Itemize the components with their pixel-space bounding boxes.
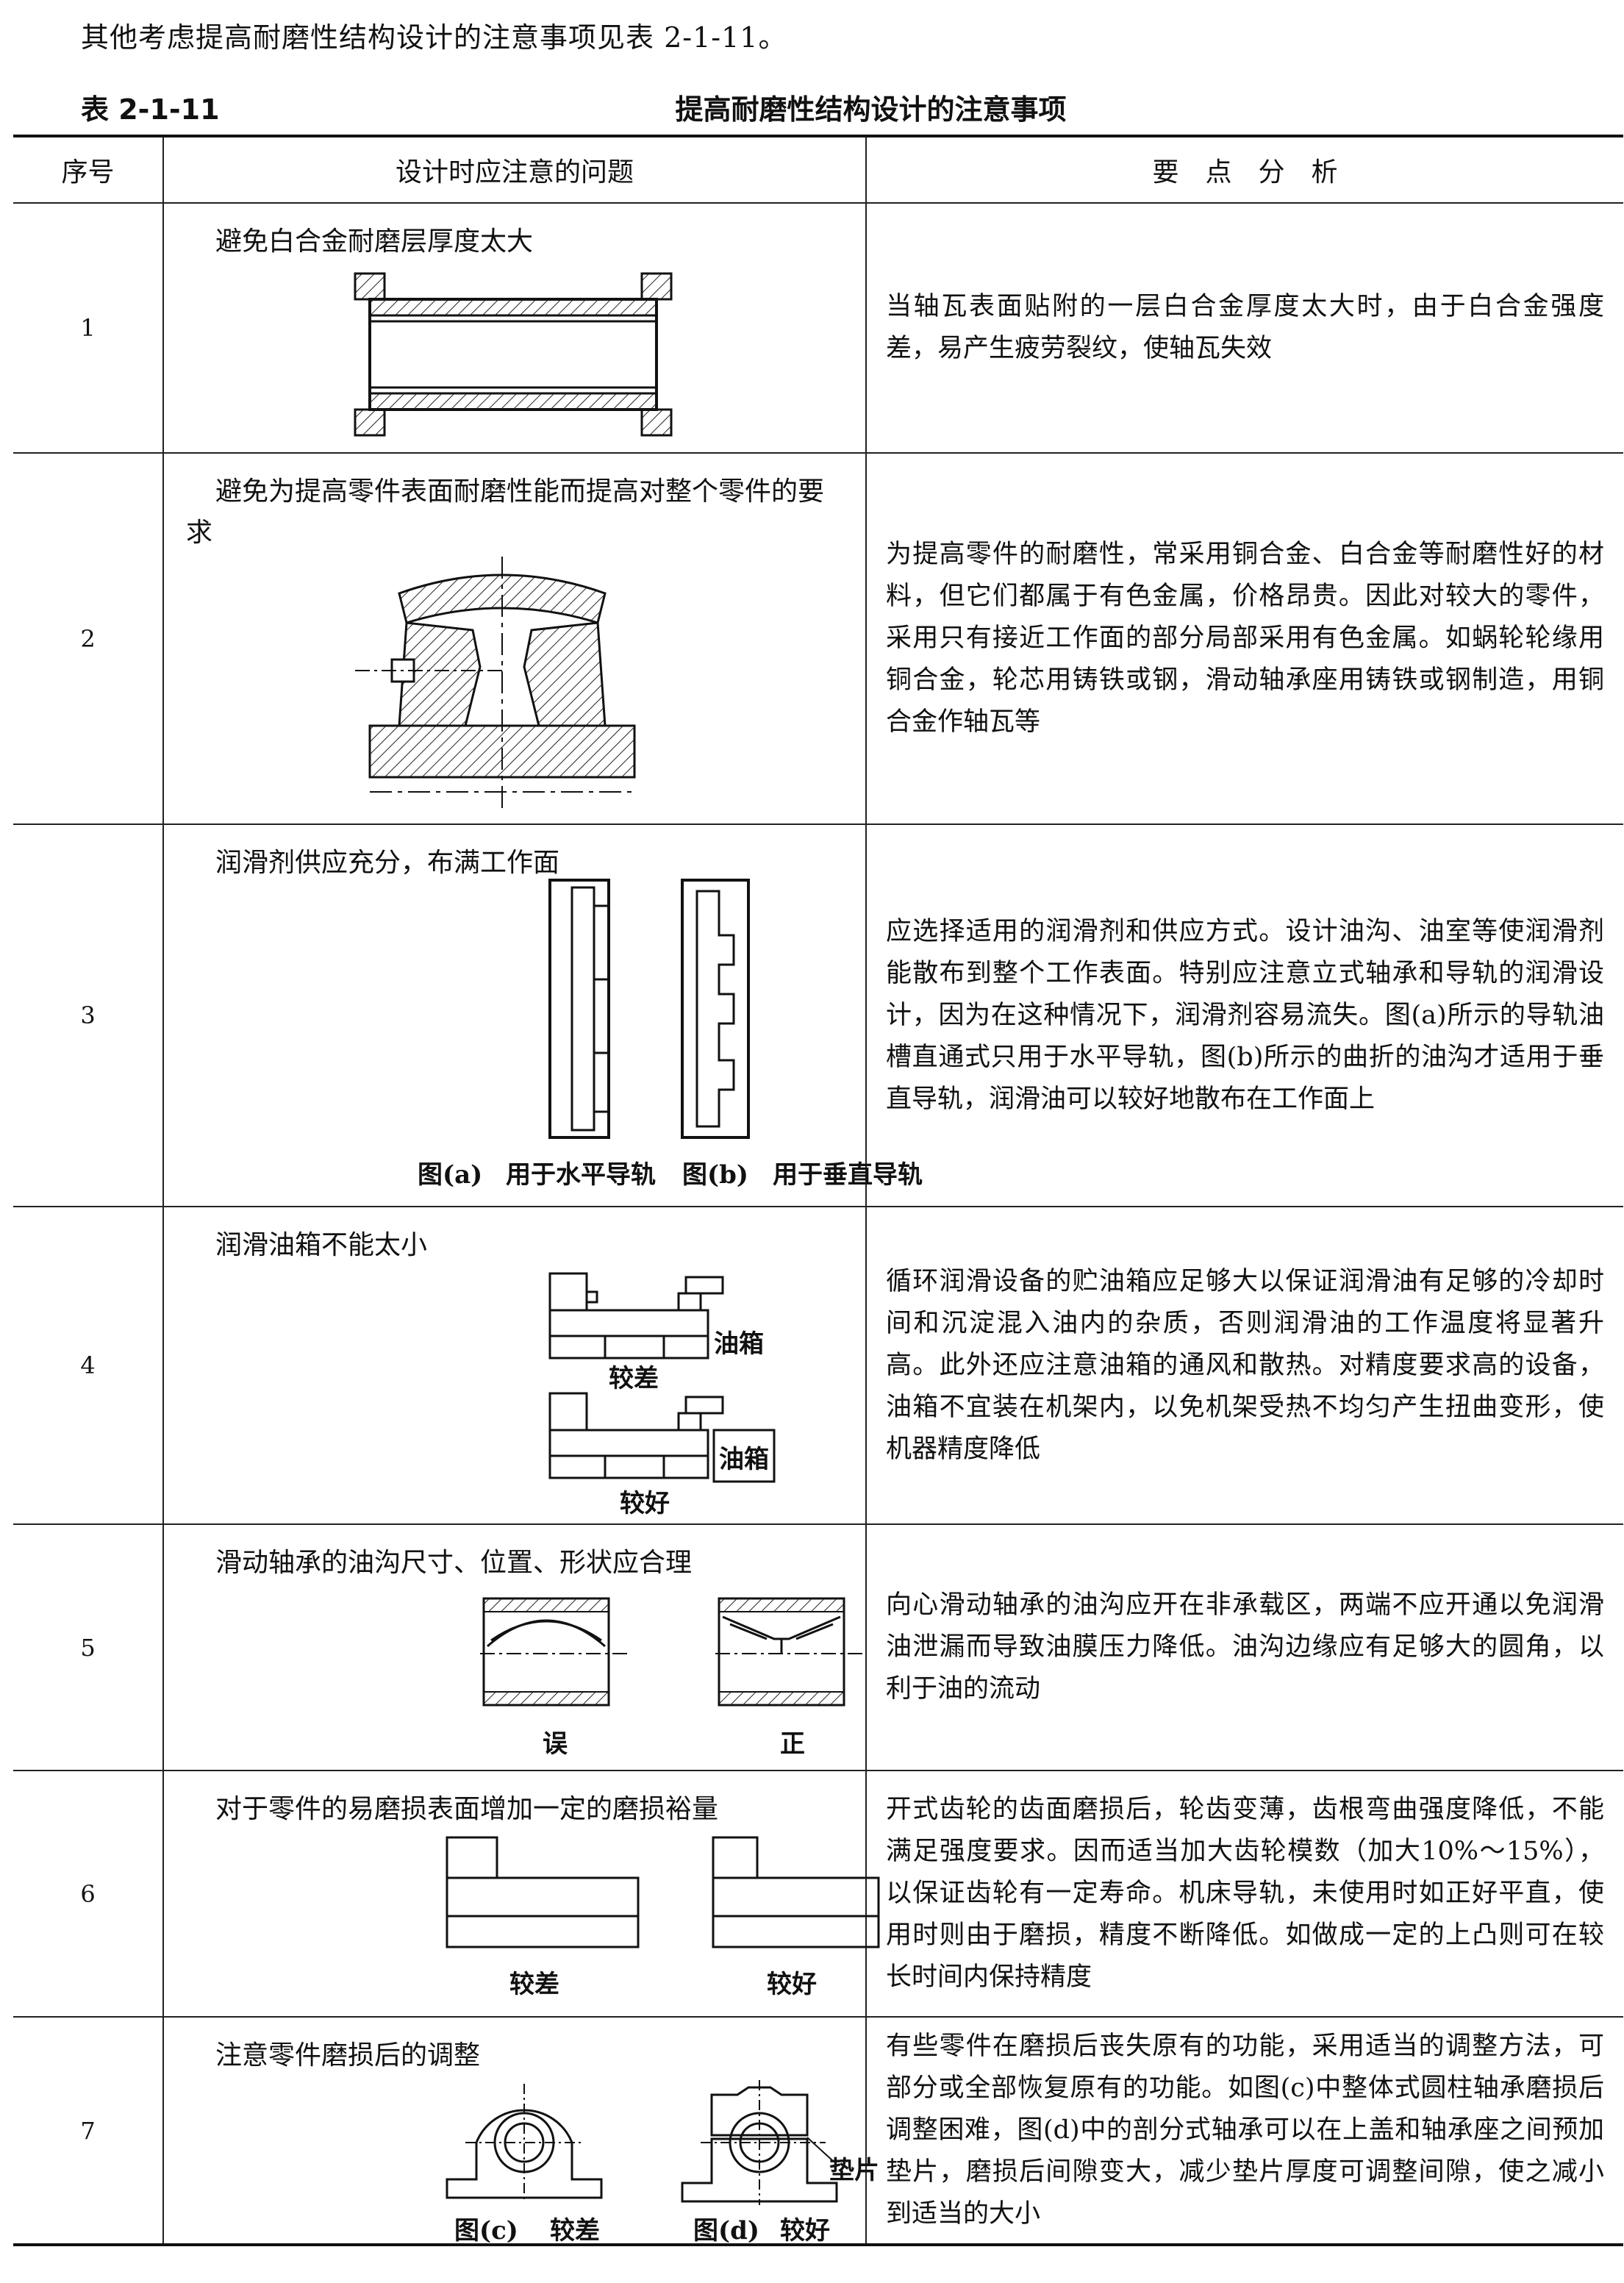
- table-row: 7 注意零件磨损后的调整 图(c) 较差 垫片 图(d): [13, 2016, 1623, 2246]
- shim-label: 垫片: [829, 2156, 879, 2185]
- row-number: 5: [13, 1523, 164, 1771]
- table-header-row: 序号 设计时应注意的问题 要 点 分 析: [13, 135, 1623, 204]
- better-label: 较好: [767, 1970, 817, 1999]
- row-number: 4: [13, 1206, 164, 1525]
- intro-text: 其他考虑提高耐磨性结构设计的注意事项见表 2-1-11。: [81, 21, 787, 54]
- table-row: 3 润滑剂供应充分，布满工作面 图(a) 用于水平导轨 图(b) 用于垂直导轨 …: [13, 823, 1623, 1207]
- analysis-cell: 应选择适用的润滑剂和供应方式。设计油沟、油室等使润滑剂能散布到整个工作表面。特别…: [865, 823, 1623, 1207]
- oil-tank-label-1: 油箱: [714, 1329, 764, 1359]
- oil-tank-label-2: 油箱: [719, 1445, 769, 1474]
- worse-label: 较差: [609, 1364, 659, 1393]
- wear-allowance-worse-diagram: [446, 1836, 640, 1948]
- table-title: 提高耐磨性结构设计的注意事项: [675, 93, 1067, 126]
- design-table: 序号 设计时应注意的问题 要 点 分 析 1 避免白合金耐磨层厚度太大 当轴瓦表…: [13, 135, 1623, 2246]
- fig-a-label: 图(a): [418, 1160, 483, 1190]
- header-design: 设计时应注意的问题: [162, 135, 867, 204]
- design-cell: 避免为提高零件表面耐磨性能而提高对整个零件的要求: [162, 452, 867, 825]
- oil-tank-better-diagram: [548, 1392, 776, 1483]
- design-cell: 滑动轴承的油沟尺寸、位置、形状应合理 误 正: [162, 1523, 867, 1771]
- design-title: 滑动轴承的油沟尺寸、位置、形状应合理: [215, 1548, 693, 1578]
- fig-d-text: 较好: [780, 2216, 830, 2246]
- row-number: 2: [13, 452, 164, 825]
- analysis-cell: 向心滑动轴承的油沟应开在非承载区，两端不应开通以免润滑油泄漏而导致油膜压力降低。…: [865, 1523, 1623, 1771]
- bearing-right-diagram: [715, 1597, 862, 1707]
- fig-c-text: 较差: [550, 2216, 600, 2246]
- row-number: 3: [13, 823, 164, 1207]
- solid-bearing-diagram: [446, 2084, 603, 2201]
- row-number: 7: [13, 2016, 164, 2246]
- table-row: 4 润滑油箱不能太小 油箱 较差: [13, 1206, 1623, 1525]
- fig-d-label: 图(d): [693, 2216, 759, 2246]
- guide-rail-b-diagram: [681, 879, 750, 1139]
- worm-wheel-diagram: [355, 557, 636, 814]
- design-title: 避免为提高零件表面耐磨性能而提高对整个零件的要求: [186, 476, 825, 548]
- design-title: 避免白合金耐磨层厚度太大: [215, 226, 534, 257]
- bearing-wrong-diagram: [480, 1597, 627, 1707]
- analysis-cell: 循环润滑设备的贮油箱应足够大以保证润滑油有足够的冷却时间和沉淀混入油内的杂质，否…: [865, 1206, 1623, 1525]
- table-row: 6 对于零件的易磨损表面增加一定的磨损裕量 较差 较好 开式齿轮的齿面磨损后，轮…: [13, 1770, 1623, 2018]
- fig-c-label: 图(c): [454, 2216, 518, 2246]
- analysis-cell: 开式齿轮的齿面磨损后，轮齿变薄，齿根弯曲强度降低，不能满足强度要求。因而适当加大…: [865, 1770, 1623, 2018]
- analysis-cell: 当轴瓦表面贴附的一层白合金厚度太大时，由于白合金强度差，易产生疲劳裂纹，使轴瓦失…: [865, 202, 1623, 454]
- better-label: 较好: [620, 1489, 670, 1518]
- design-title: 润滑油箱不能太小: [215, 1230, 428, 1260]
- fig-b-text: 用于垂直导轨: [773, 1160, 923, 1190]
- right-label: 正: [780, 1729, 805, 1759]
- row-number: 1: [13, 202, 164, 454]
- wear-allowance-better-diagram: [712, 1836, 880, 1948]
- table-number: 表 2-1-11: [81, 93, 220, 126]
- design-cell: 避免白合金耐磨层厚度太大: [162, 202, 867, 454]
- header-no: 序号: [13, 135, 164, 204]
- guide-rail-a-diagram: [548, 879, 610, 1139]
- design-title: 对于零件的易磨损表面增加一定的磨损裕量: [215, 1794, 719, 1824]
- fig-b-label: 图(b): [682, 1160, 748, 1190]
- analysis-cell: 有些零件在磨损后丧失原有的功能，采用适当的调整方法，可部分或全部恢复原有的功能。…: [865, 2016, 1623, 2246]
- split-bearing-diagram: [681, 2080, 838, 2205]
- oil-tank-worse-diagram: [548, 1272, 724, 1360]
- design-cell: 对于零件的易磨损表面增加一定的磨损裕量 较差 较好: [162, 1770, 880, 2018]
- wrong-label: 误: [543, 1729, 568, 1759]
- design-cell: 注意零件磨损后的调整 图(c) 较差 垫片 图(d) 较好: [162, 2016, 879, 2246]
- table-row: 1 避免白合金耐磨层厚度太大 当轴瓦表面贴附的一层白合金厚度太大时，由于白合金强…: [13, 202, 1623, 454]
- header-analysis: 要 点 分 析: [865, 135, 1623, 204]
- fig-a-text: 用于水平导轨: [506, 1160, 656, 1190]
- row-number: 6: [13, 1770, 164, 2018]
- design-title: 注意零件磨损后的调整: [215, 2040, 481, 2071]
- table-row: 2 避免为提高零件表面耐磨性能而提高对整个零件的要求 为提高零件的耐磨性，常采用…: [13, 452, 1623, 825]
- design-cell: 润滑油箱不能太小 油箱 较差: [162, 1206, 867, 1525]
- worse-label: 较差: [509, 1970, 559, 1999]
- design-title: 润滑剂供应充分，布满工作面: [215, 848, 560, 878]
- bushing-diagram: [354, 272, 673, 437]
- table-row: 5 滑动轴承的油沟尺寸、位置、形状应合理 误: [13, 1523, 1623, 1771]
- analysis-cell: 为提高零件的耐磨性，常采用铜合金、白合金等耐磨性好的材料，但它们都属于有色金属，…: [865, 452, 1623, 825]
- design-cell: 润滑剂供应充分，布满工作面 图(a) 用于水平导轨 图(b) 用于垂直导轨: [162, 823, 923, 1207]
